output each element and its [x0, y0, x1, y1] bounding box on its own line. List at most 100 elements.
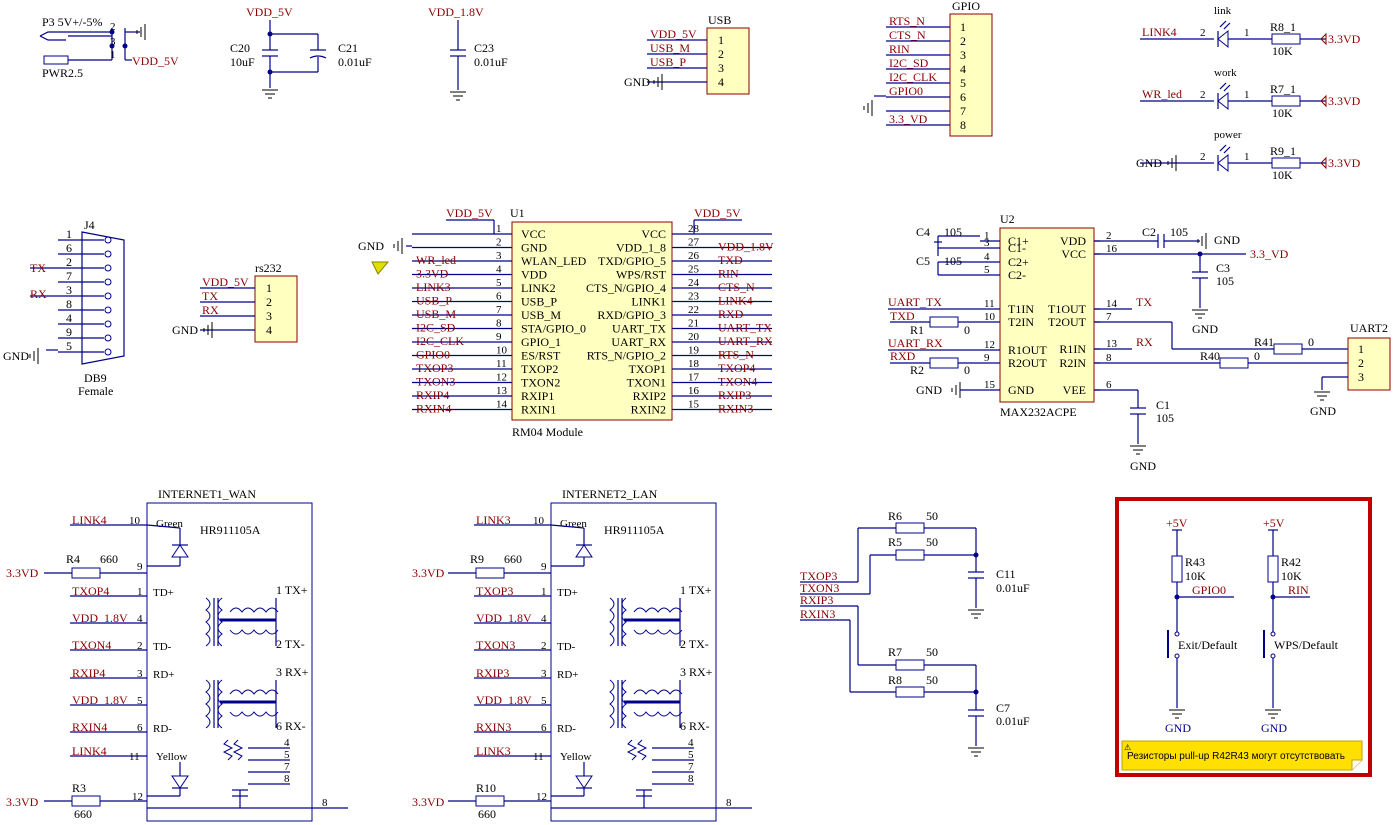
- db9-pin-0: 1: [66, 227, 72, 241]
- term-net-2: RXIP3: [800, 593, 833, 607]
- eth-sig-0-3: RD+: [153, 669, 174, 681]
- u2-lname-0: C1+: [1008, 234, 1029, 248]
- eth-net-0-4: VDD_1.8V: [72, 693, 128, 707]
- eth-p12-1: 12: [536, 791, 547, 803]
- eth-net-0-5: RXIN4: [72, 720, 107, 734]
- gpio-pin-1: 2: [960, 34, 966, 48]
- u1-lpin-9: 10: [496, 345, 508, 357]
- caps-vdd5v: VDD_5V: [246, 5, 293, 19]
- eth-p12-0: 12: [132, 791, 143, 803]
- u1-lnet-13: RXIN4: [416, 402, 451, 416]
- u1-rpin-12: 16: [688, 385, 700, 397]
- u1-rpin-6: 22: [688, 304, 699, 316]
- eth-p9-1: 9: [541, 561, 547, 573]
- u1-rnet-7: UART_TX: [718, 321, 772, 335]
- u1-rpin-11: 17: [688, 372, 700, 384]
- u1-vdd5v-right: VDD_5V: [694, 206, 741, 220]
- u2-lpin-2: 4: [984, 251, 990, 263]
- u1-lnet-12: RXIP4: [416, 388, 449, 402]
- u2-lpin-4: 11: [984, 298, 995, 310]
- term-net-3: RXIN3: [800, 607, 835, 621]
- c4-val: 105: [944, 225, 962, 239]
- led-0-res: R8_1: [1270, 20, 1296, 34]
- led-1-net: WR_led: [1142, 87, 1182, 101]
- u1-lnet-6: USB_M: [416, 307, 456, 321]
- u1-rnet-13: RXIN3: [718, 402, 753, 416]
- eth-yellow-0: Yellow: [156, 751, 187, 763]
- u1-rname-10: TXOP1: [629, 362, 666, 376]
- u1-rname-11: TXON1: [627, 376, 666, 390]
- u1-lname-9: ES/RST: [521, 349, 561, 363]
- c21-ref: C21: [338, 41, 358, 55]
- eth-extra-0-0: 4: [284, 737, 290, 749]
- eth-pin-0-1: 4: [137, 613, 143, 625]
- u2-uart-tx: UART_TX: [888, 295, 942, 309]
- u2-lpin-1: 3: [984, 237, 990, 249]
- eth-pin-1-5: 6: [541, 722, 547, 734]
- u2-lpin-8: 15: [984, 379, 996, 391]
- u1-lnet-2: WR_led: [416, 253, 456, 267]
- r43-ref: R43: [1185, 555, 1205, 569]
- pullup-note: Резисторы pull-up R42R43 могут отсутство…: [1127, 751, 1345, 762]
- u2-lname-1: C1-: [1008, 241, 1026, 255]
- u1-lname-2: WLAN_LED: [521, 254, 587, 268]
- eth-pin-1-3: 3: [541, 668, 547, 680]
- u1-lname-10: TXOP2: [521, 362, 558, 376]
- u2-gnd-top: GND: [1214, 233, 1240, 247]
- c11-val: 0.01uF: [996, 581, 1030, 595]
- u2-lname-4: T1IN: [1008, 302, 1034, 316]
- c2-val: 105: [1170, 225, 1188, 239]
- c20-val: 10uF: [230, 55, 255, 69]
- c7-ref: C7: [996, 701, 1010, 715]
- power-vdd5v: VDD_5V: [132, 54, 179, 68]
- db9-rx: RX: [30, 287, 47, 301]
- eth-net-1-0: TXOP3: [476, 584, 513, 598]
- db9-pin-3: 7: [66, 269, 72, 283]
- gpio-net-3: I2C_SD: [889, 56, 929, 70]
- led-1-pwr: 3.3VD: [1328, 94, 1361, 108]
- u1-rnet-9: RTS_N: [718, 348, 754, 362]
- u1-lname-6: USB_M: [521, 308, 561, 322]
- u1-rnet-6: RXD: [718, 307, 744, 321]
- u1-lpin-13: 14: [496, 399, 508, 411]
- u1-rname-12: RXIP2: [633, 389, 666, 403]
- r6-ref: R6: [888, 509, 902, 523]
- r2-ref: R2: [910, 363, 924, 377]
- u1-lpin-12: 13: [496, 385, 508, 397]
- eth-pin-0-5: 6: [137, 722, 143, 734]
- u1-rnet-3: RIN: [718, 267, 739, 281]
- led-1-res: R7_1: [1270, 82, 1296, 96]
- uart2-header: UART2 123 GND: [1310, 321, 1391, 418]
- r42-ref: R42: [1281, 555, 1301, 569]
- u2-rpin-1: 16: [1106, 243, 1118, 255]
- usb-title: USB: [708, 13, 731, 27]
- u1-lname-4: LINK2: [521, 281, 556, 295]
- btn1-label[interactable]: Exit/Default: [1178, 638, 1238, 652]
- c2-ref: C2: [1142, 225, 1156, 239]
- u1-rnet-11: TXON4: [718, 375, 757, 389]
- led-0-p2: 2: [1200, 27, 1206, 39]
- usb-pin-1: 2: [718, 47, 724, 61]
- u1-lname-7: STA/GPIO_0: [521, 322, 586, 336]
- u2-lpin-7: 9: [984, 352, 990, 364]
- eth-extra-1-0: 4: [688, 737, 694, 749]
- u1-lname-12: RXIP1: [521, 389, 554, 403]
- led-1-p1: 1: [1244, 89, 1250, 101]
- u2-lpin-0: 1: [984, 230, 990, 242]
- r5-val: 50: [926, 535, 938, 549]
- eth-title-0: INTERNET1_WAN: [158, 487, 256, 501]
- btn2-label[interactable]: WPS/Default: [1274, 638, 1339, 652]
- u2-lpin-6: 12: [984, 339, 995, 351]
- u1-lname-13: RXIN1: [521, 403, 556, 417]
- u1-rpin-13: 15: [688, 399, 700, 411]
- gpio-pin-5: 6: [960, 90, 966, 104]
- u1-rname-7: UART_TX: [612, 322, 666, 336]
- u1-ref: U1: [510, 206, 525, 220]
- eth-rtop-1: R9: [470, 552, 484, 566]
- eth-sig-1-3: RD+: [557, 669, 578, 681]
